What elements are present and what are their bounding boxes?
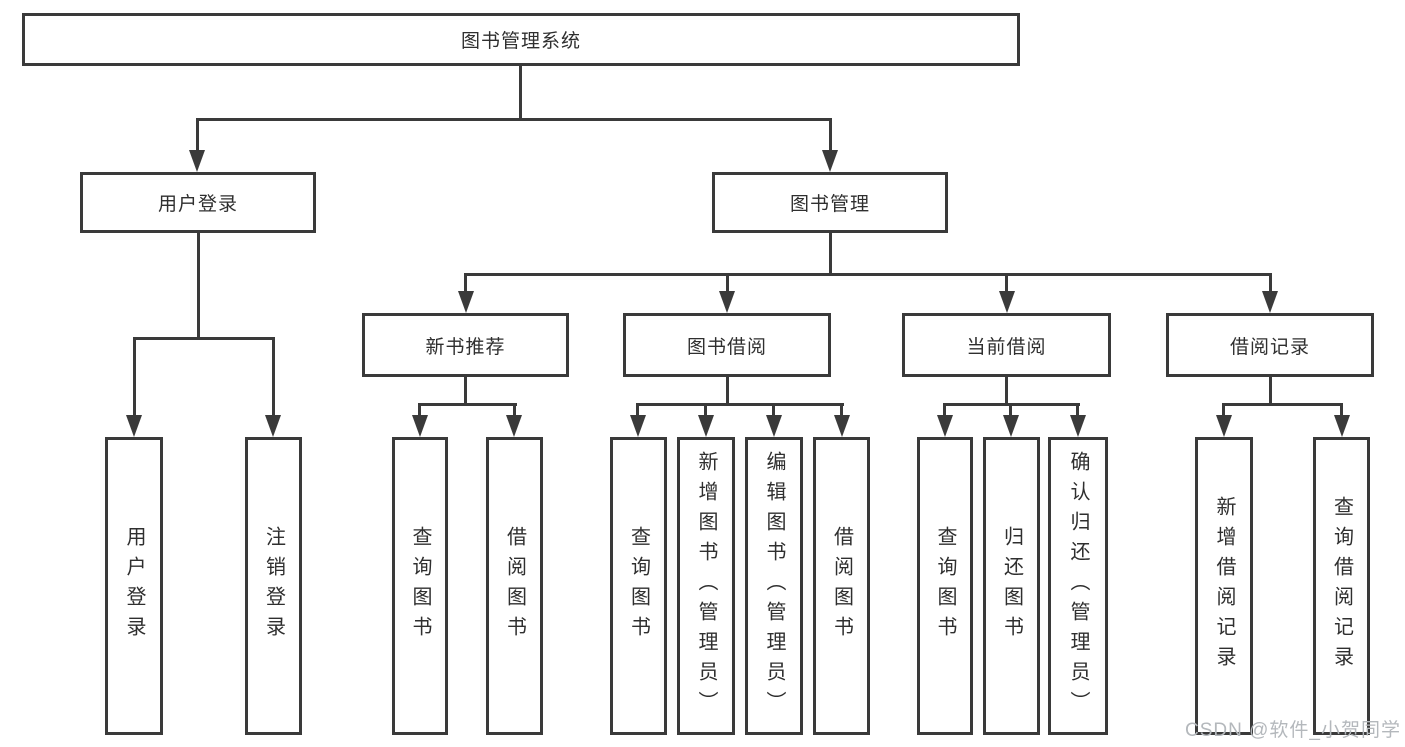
arrow-down-icon <box>1334 415 1350 437</box>
connector-line <box>464 377 467 403</box>
arrow-down-icon <box>630 415 646 437</box>
arrow-down-icon <box>834 415 850 437</box>
connector-line <box>519 66 522 118</box>
leaf-query-books-borrow-label: 查询图书 <box>627 526 650 646</box>
arrow-down-icon <box>458 291 474 313</box>
leaf-add-books-admin: 新增图书（管理员） <box>677 437 735 735</box>
connector-line <box>704 403 707 419</box>
connector-line <box>197 233 200 337</box>
leaf-logout: 注销登录 <box>245 437 302 735</box>
node-root: 图书管理系统 <box>22 13 1020 66</box>
connector-line <box>726 377 729 403</box>
leaf-user-login: 用户登录 <box>105 437 163 735</box>
connector-line <box>1005 273 1008 295</box>
node-book-management-label: 图书管理 <box>789 194 870 215</box>
node-current-borrowing: 当前借阅 <box>902 313 1111 377</box>
node-current-borrowing-label: 当前借阅 <box>966 336 1047 358</box>
watermark-text: CSDN @软件_小贺同学 <box>1185 720 1401 741</box>
arrow-down-icon <box>126 415 142 437</box>
arrow-down-icon <box>766 415 782 437</box>
arrow-down-icon <box>999 291 1015 313</box>
leaf-borrow-books-recommend: 借阅图书 <box>486 437 543 735</box>
node-book-borrowing-label: 图书借阅 <box>686 336 767 358</box>
arrow-down-icon <box>698 415 714 437</box>
connector-line <box>726 273 729 295</box>
arrow-down-icon <box>1262 291 1278 313</box>
leaf-return-books-label: 归还图书 <box>1000 526 1023 646</box>
leaf-query-borrow-record: 查询借阅记录 <box>1313 437 1370 735</box>
connector-line <box>829 233 832 273</box>
connector-line <box>943 403 946 419</box>
leaf-return-books: 归还图书 <box>983 437 1040 735</box>
connector-line <box>829 118 832 154</box>
connector-line <box>418 403 517 406</box>
connector-line <box>133 337 275 340</box>
leaf-confirm-return-admin-label: 确认归还（管理员） <box>1067 451 1089 721</box>
arrow-down-icon <box>189 150 205 172</box>
connector-line <box>1005 377 1008 403</box>
arrow-down-icon <box>719 291 735 313</box>
connector-line <box>840 403 843 419</box>
leaf-add-borrow-record-label: 新增借阅记录 <box>1213 496 1235 676</box>
arrow-down-icon <box>1070 415 1086 437</box>
connector-line <box>1222 403 1225 419</box>
connector-line <box>464 273 467 295</box>
node-new-book-recommend-label: 新书推荐 <box>425 336 506 358</box>
connector-line <box>196 118 832 121</box>
leaf-query-books-recommend-label: 查询图书 <box>409 526 431 646</box>
leaf-add-books-admin-label: 新增图书（管理员） <box>695 451 717 721</box>
leaf-edit-books-admin: 编辑图书（管理员） <box>745 437 803 735</box>
leaf-query-borrow-record-label: 查询借阅记录 <box>1330 496 1353 676</box>
arrow-down-icon <box>1216 415 1232 437</box>
connector-line <box>1340 403 1343 419</box>
leaf-query-books-borrow: 查询图书 <box>610 437 667 735</box>
leaf-logout-label: 注销登录 <box>262 526 285 646</box>
connector-line <box>418 403 421 419</box>
leaf-confirm-return-admin: 确认归还（管理员） <box>1048 437 1108 735</box>
leaf-query-books-current-label: 查询图书 <box>934 526 956 646</box>
node-root-label: 图书管理系统 <box>460 31 581 52</box>
leaf-query-books-recommend: 查询图书 <box>392 437 448 735</box>
node-borrowing-records-label: 借阅记录 <box>1229 336 1310 358</box>
leaf-edit-books-admin-label: 编辑图书（管理员） <box>763 451 785 721</box>
connector-line <box>513 403 516 419</box>
connector-line <box>1009 403 1012 419</box>
node-user-login-label: 用户登录 <box>157 194 238 215</box>
connector-line <box>636 403 844 406</box>
leaf-borrow-books-recommend-label: 借阅图书 <box>503 526 526 646</box>
node-book-management: 图书管理 <box>712 172 948 233</box>
connector-line <box>772 403 775 419</box>
arrow-down-icon <box>937 415 953 437</box>
leaf-user-login-label: 用户登录 <box>123 526 145 646</box>
node-borrowing-records: 借阅记录 <box>1166 313 1374 377</box>
connector-line <box>1222 403 1343 406</box>
leaf-borrow-books-label: 借阅图书 <box>830 526 853 646</box>
leaf-add-borrow-record: 新增借阅记录 <box>1195 437 1253 735</box>
leaf-query-books-current: 查询图书 <box>917 437 973 735</box>
arrow-down-icon <box>822 150 838 172</box>
arrow-down-icon <box>412 415 428 437</box>
connector-line <box>133 337 136 417</box>
connector-line <box>1076 403 1079 419</box>
node-new-book-recommend: 新书推荐 <box>362 313 569 377</box>
node-book-borrowing: 图书借阅 <box>623 313 831 377</box>
connector-line <box>636 403 639 419</box>
arrow-down-icon <box>506 415 522 437</box>
arrow-down-icon <box>265 415 281 437</box>
connector-line <box>1269 377 1272 403</box>
node-user-login: 用户登录 <box>80 172 316 233</box>
connector-line <box>1269 273 1272 295</box>
connector-line <box>464 273 1272 276</box>
arrow-down-icon <box>1003 415 1019 437</box>
connector-line <box>272 337 275 417</box>
connector-line <box>196 118 199 154</box>
leaf-borrow-books: 借阅图书 <box>813 437 870 735</box>
